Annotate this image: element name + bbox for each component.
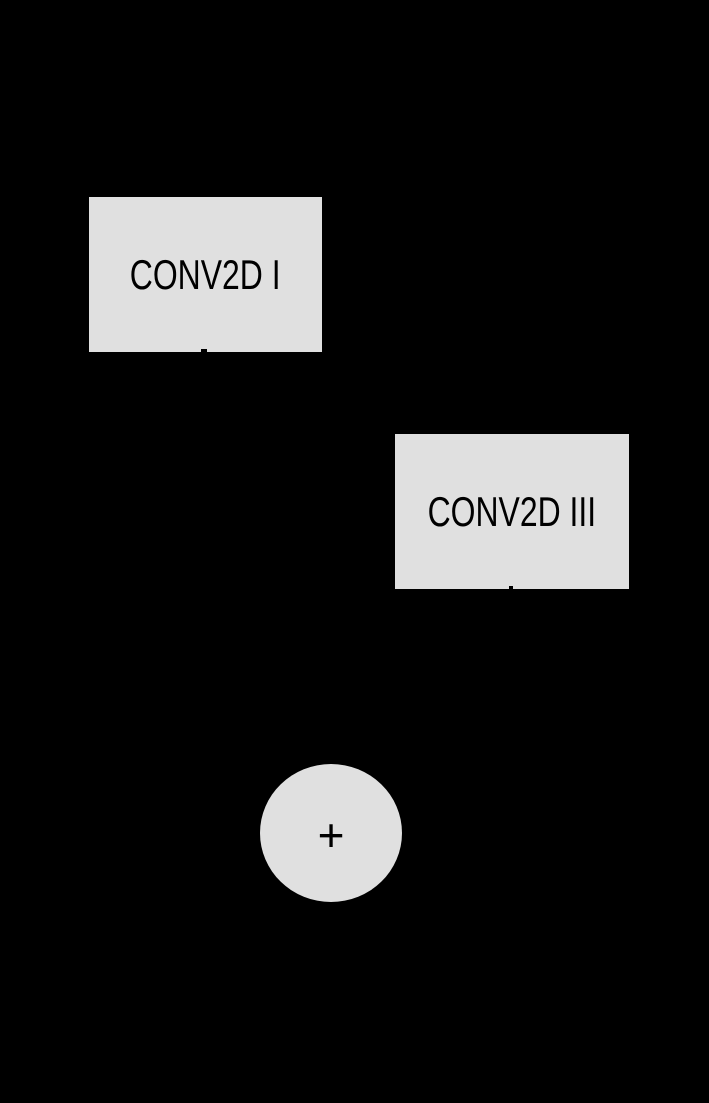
hidden-arrow-tip-icon <box>201 349 207 352</box>
hidden-arrow-tip-icon <box>509 586 513 589</box>
node-add-circle: + <box>260 764 402 902</box>
node-conv2d-iii-label: CONV2D III <box>427 487 597 535</box>
node-conv2d-i: CONV2D I <box>89 197 322 352</box>
node-conv2d-iii: CONV2D III <box>395 434 629 589</box>
node-conv2d-i-label: CONV2D I <box>130 250 281 298</box>
plus-icon: + <box>317 809 345 861</box>
